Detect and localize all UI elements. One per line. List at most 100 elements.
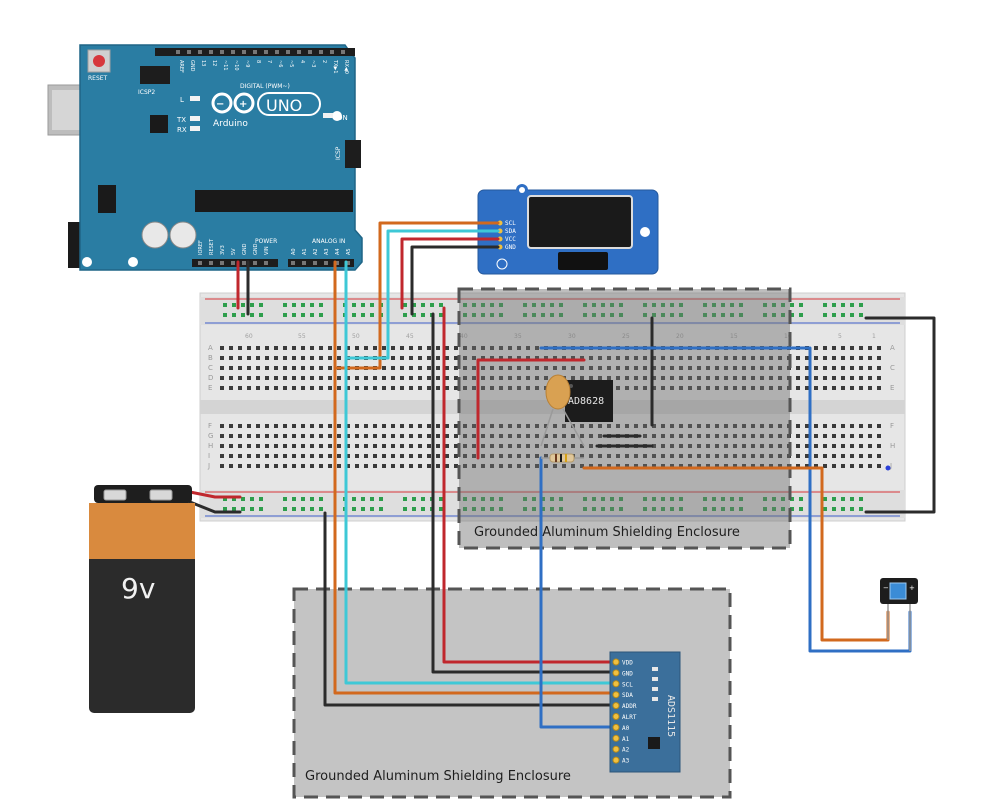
- rail-hole: [472, 313, 476, 317]
- breadboard-hole: [769, 366, 773, 370]
- breadboard-hole: [544, 444, 548, 448]
- breadboard-hole: [247, 424, 251, 428]
- rail-hole: [832, 313, 836, 317]
- breadboard-hole: [535, 424, 539, 428]
- breadboard-hole: [841, 376, 845, 380]
- breadboard-hole: [589, 366, 593, 370]
- breadboard: A B C D E F G H I J A C E F H J 60 55 50…: [199, 292, 906, 522]
- rail-hole: [463, 497, 467, 501]
- analog-pin-label: A1: [302, 248, 308, 255]
- breadboard-hole: [301, 424, 305, 428]
- breadboard-hole: [634, 464, 638, 468]
- breadboard-hole: [274, 444, 278, 448]
- breadboard-hole: [868, 346, 872, 350]
- breadboard-hole: [589, 376, 593, 380]
- reset-label: RESET: [88, 75, 108, 82]
- rail-hole: [823, 313, 827, 317]
- breadboard-hole: [625, 376, 629, 380]
- breadboard-hole: [490, 386, 494, 390]
- analog-pin-label: A5: [346, 248, 352, 255]
- row-letter-j: J: [207, 462, 210, 470]
- breadboard-hole: [481, 434, 485, 438]
- oled-screen: [527, 195, 633, 249]
- breadboard-hole: [436, 464, 440, 468]
- breadboard-hole: [481, 386, 485, 390]
- breadboard-hole: [526, 356, 530, 360]
- breadboard-hole: [706, 444, 710, 448]
- breadboard-hole: [337, 346, 341, 350]
- wire-opamp-supply: [476, 358, 586, 460]
- breadboard-hole: [499, 444, 503, 448]
- rail-hole: [412, 497, 416, 501]
- rail-hole: [241, 497, 245, 501]
- breadboard-hole: [535, 366, 539, 370]
- breadboard-hole: [652, 356, 656, 360]
- led-on: [323, 113, 333, 118]
- breadboard-hole: [544, 424, 548, 428]
- breadboard-hole: [616, 424, 620, 428]
- power-pin-label: IOREF: [198, 240, 204, 255]
- breadboard-hole: [814, 376, 818, 380]
- breadboard-hole: [814, 444, 818, 448]
- breadboard-hole: [805, 376, 809, 380]
- breadboard-hole: [724, 464, 728, 468]
- wire-adc-addr: [323, 511, 617, 707]
- analog-pin-label: A3: [324, 248, 330, 255]
- breadboard-hole: [400, 434, 404, 438]
- rail-hole: [721, 313, 725, 317]
- power-pin: [231, 261, 235, 265]
- voltage-regulator: [98, 185, 116, 213]
- rail-hole: [790, 303, 794, 307]
- oled-pin-sda: SDA: [505, 228, 516, 235]
- breadboard-hole: [418, 376, 422, 380]
- breadboard-hole: [742, 366, 746, 370]
- breadboard-hole: [490, 376, 494, 380]
- analog-pin: [324, 261, 328, 265]
- breadboard-hole: [571, 366, 575, 370]
- rail-hole: [841, 507, 845, 511]
- breadboard-hole: [319, 444, 323, 448]
- row-letter-c: C: [208, 364, 213, 372]
- rail-hole: [403, 507, 407, 511]
- rail-hole: [772, 303, 776, 307]
- rail-hole: [223, 303, 227, 307]
- breadboard-hole: [706, 366, 710, 370]
- digital-pin-label: GND: [189, 60, 195, 72]
- breadboard-holes: [220, 303, 881, 511]
- breadboard-hole: [247, 356, 251, 360]
- wire-oled-gnd: [410, 245, 500, 316]
- breadboard-hole: [652, 434, 656, 438]
- breadboard-hole: [220, 454, 224, 458]
- adc-label: ADS1115: [665, 695, 676, 737]
- reset-button-cap[interactable]: [93, 55, 105, 67]
- breadboard-hole: [859, 356, 863, 360]
- breadboard-hole: [238, 424, 242, 428]
- rail-hole: [601, 303, 605, 307]
- breadboard-hole: [391, 454, 395, 458]
- rail-hole: [439, 303, 443, 307]
- breadboard-hole: [409, 346, 413, 350]
- breadboard-hole: [301, 444, 305, 448]
- breadboard-hole: [652, 454, 656, 458]
- breadboard-hole: [643, 464, 647, 468]
- rail-hole: [370, 507, 374, 511]
- breadboard-hole: [319, 434, 323, 438]
- breadboard-hole: [670, 444, 674, 448]
- breadboard-hole: [247, 444, 251, 448]
- digital-pin: [286, 50, 290, 54]
- breadboard-hole: [535, 434, 539, 438]
- breadboard-hole: [256, 366, 260, 370]
- breadboard-hole: [463, 434, 467, 438]
- breadboard-hole: [814, 366, 818, 370]
- adc-pin-label: SCL: [622, 681, 633, 688]
- breadboard-hole: [823, 444, 827, 448]
- breadboard-hole: [715, 454, 719, 458]
- breadboard-hole: [283, 346, 287, 350]
- breadboard-hole: [652, 424, 656, 428]
- breadboard-hole: [490, 464, 494, 468]
- digital-pin: [220, 50, 224, 54]
- breadboard-hole: [229, 346, 233, 350]
- breadboard-hole: [499, 454, 503, 458]
- breadboard-hole: [274, 454, 278, 458]
- breadboard-hole: [598, 454, 602, 458]
